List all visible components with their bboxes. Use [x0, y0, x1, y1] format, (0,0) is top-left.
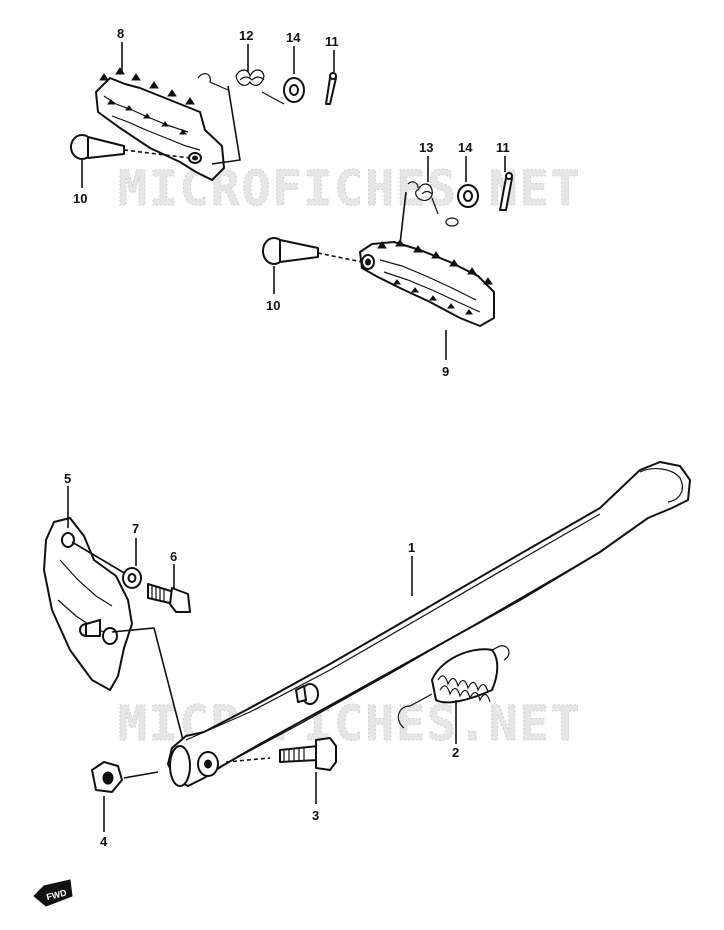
washer-right[interactable]: [457, 184, 479, 208]
bracket[interactable]: [43, 517, 133, 691]
pin-right[interactable]: [262, 237, 363, 265]
bolt-6[interactable]: [147, 583, 191, 613]
forward-arrow-icon: FWD: [33, 879, 73, 907]
callout-3: 3: [312, 808, 319, 823]
callout-7: 7: [132, 521, 139, 536]
callout-4: 4: [100, 834, 108, 849]
spring-2[interactable]: [397, 645, 510, 729]
callout-9: 9: [442, 364, 449, 379]
callout-11-right: 11: [496, 140, 510, 155]
cotter-pin-right[interactable]: [499, 172, 513, 211]
callout-12: 12: [239, 28, 253, 43]
footrest-right[interactable]: [359, 239, 495, 327]
pin-left[interactable]: [70, 134, 191, 160]
callout-2: 2: [452, 745, 459, 760]
spring-left[interactable]: [197, 69, 285, 165]
callout-13: 13: [419, 140, 433, 155]
callout-10-left: 10: [73, 191, 87, 206]
cotter-pin-left[interactable]: [325, 72, 337, 105]
nut-4[interactable]: [91, 761, 123, 793]
watermark-top: MICROFICHES.NET: [118, 161, 581, 217]
forward-label: FWD: [45, 887, 68, 902]
callout-14-right: 14: [458, 140, 473, 155]
callout-14-left: 14: [286, 30, 301, 45]
callout-11-left: 11: [325, 34, 339, 49]
spring-right[interactable]: [399, 181, 459, 245]
callout-8: 8: [117, 26, 124, 41]
washer-left[interactable]: [283, 77, 305, 103]
callout-5: 5: [64, 471, 71, 486]
bolt-3[interactable]: [279, 737, 337, 771]
callout-6: 6: [170, 549, 177, 564]
callout-1: 1: [408, 540, 415, 555]
side-stand[interactable]: [167, 461, 691, 787]
callout-10-right: 10: [266, 298, 280, 313]
washer-7[interactable]: [122, 567, 142, 589]
